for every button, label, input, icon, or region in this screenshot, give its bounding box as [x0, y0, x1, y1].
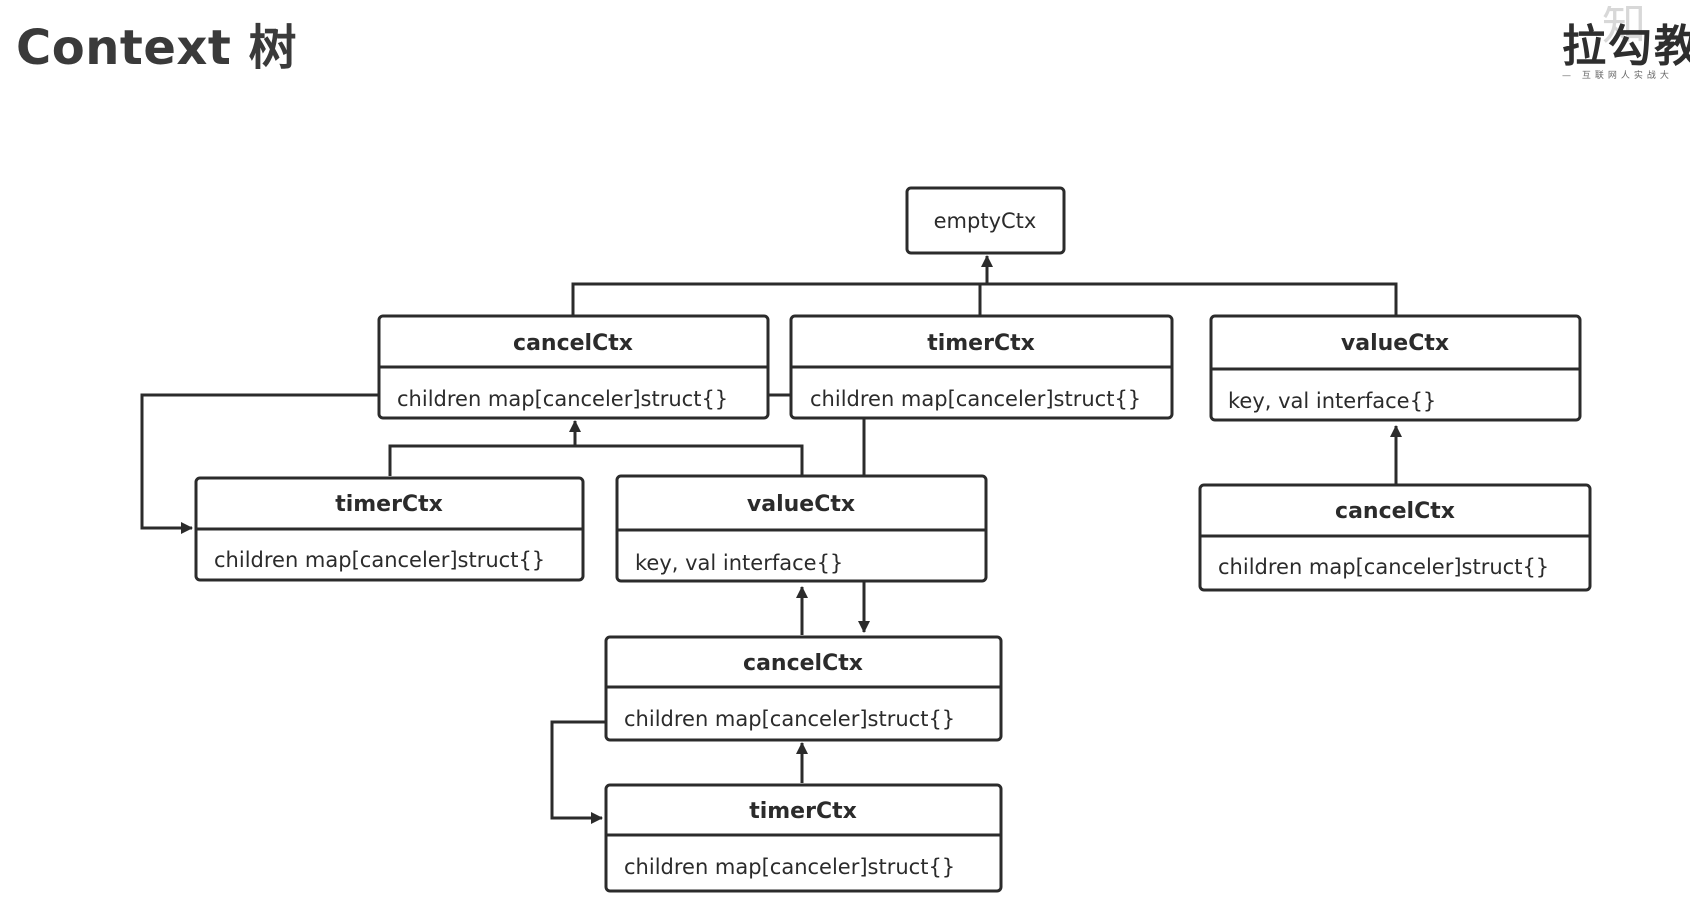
node-title: valueCtx: [747, 492, 855, 517]
edge-cancelctx-children-loop: [140, 393, 378, 534]
node-timerctx: timerCtx children map[canceler]struct{}: [194, 476, 585, 582]
node-field: children map[canceler]struct{}: [397, 387, 728, 411]
node-title: timerCtx: [927, 331, 1035, 356]
node-valuectx: valueCtx key, val interface{}: [1209, 314, 1582, 422]
node-title: cancelCtx: [743, 651, 863, 676]
edge-timerctx-to-emptyctx: [978, 255, 993, 315]
node-field: children map[canceler]struct{}: [810, 387, 1141, 411]
edge-valuectx-to-emptyctx: [987, 282, 1398, 315]
node-emptyctx: emptyCtx: [905, 186, 1066, 255]
edge-timerctx-to-cancelctx: [388, 444, 575, 476]
edge-valuectx-to-cancelctx: [569, 420, 804, 476]
node-timerctx: timerCtx children map[canceler]struct{}: [789, 314, 1174, 420]
node-field: children map[canceler]struct{}: [624, 855, 955, 879]
node-title: valueCtx: [1341, 331, 1449, 356]
logo-text: 拉勾教: [1562, 21, 1690, 72]
node-timerctx: timerCtx children map[canceler]struct{}: [604, 783, 1003, 893]
node-title: cancelCtx: [513, 331, 633, 356]
node-valuectx: valueCtx key, val interface{}: [615, 474, 988, 583]
node-title: timerCtx: [335, 492, 443, 517]
logo-watermark: 知: [1602, 6, 1646, 50]
node-field: children map[canceler]struct{}: [214, 548, 545, 572]
node-title: timerCtx: [749, 799, 857, 824]
node-field: key, val interface{}: [635, 551, 843, 575]
brand-logo: 知 拉勾教 — 互联网人实战大: [1562, 6, 1690, 86]
logo-subtext: — 互联网人实战大: [1562, 71, 1673, 81]
connectors: [140, 255, 1402, 824]
node-cancelctx: cancelCtx children map[canceler]struct{}: [1198, 483, 1592, 592]
node-field: children map[canceler]struct{}: [1218, 555, 1549, 579]
edge-cancelctx-to-emptyctx: [571, 282, 987, 315]
node-cancelctx: cancelCtx children map[canceler]struct{}: [377, 314, 770, 420]
node-cancelctx: cancelCtx children map[canceler]struct{}: [604, 635, 1003, 742]
page-title: Context 树: [16, 20, 297, 76]
node-emptyctx-label: emptyCtx: [934, 209, 1037, 233]
node-field: key, val interface{}: [1228, 389, 1436, 413]
node-title: cancelCtx: [1335, 499, 1455, 524]
edge-bottom-cancelctx-children-loop: [550, 720, 605, 824]
node-field: children map[canceler]struct{}: [624, 707, 955, 731]
